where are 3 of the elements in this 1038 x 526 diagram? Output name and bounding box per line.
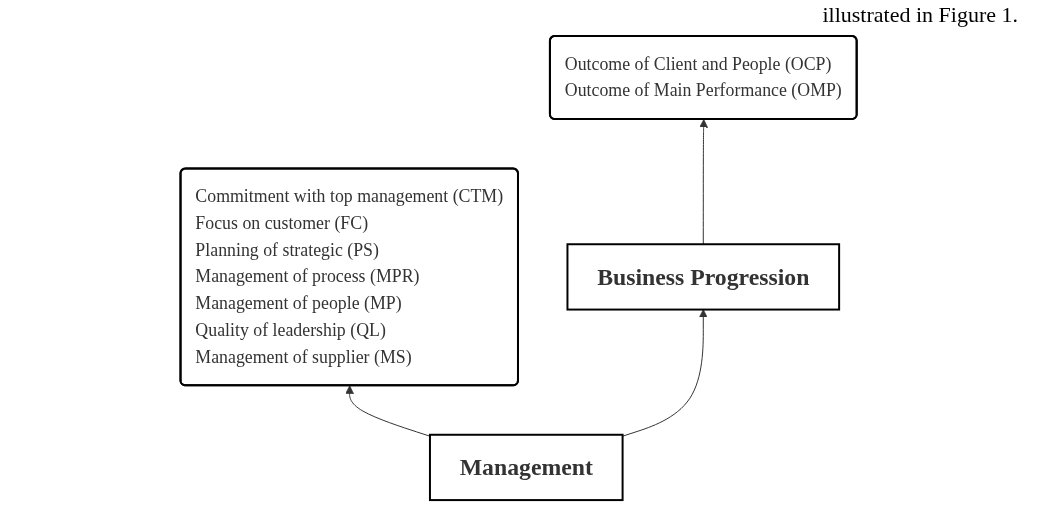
node-box: Business Progression — [566, 243, 841, 311]
note-text: illustrated in Figure 1. — [821, 2, 1018, 28]
node-box: Management — [429, 433, 624, 502]
